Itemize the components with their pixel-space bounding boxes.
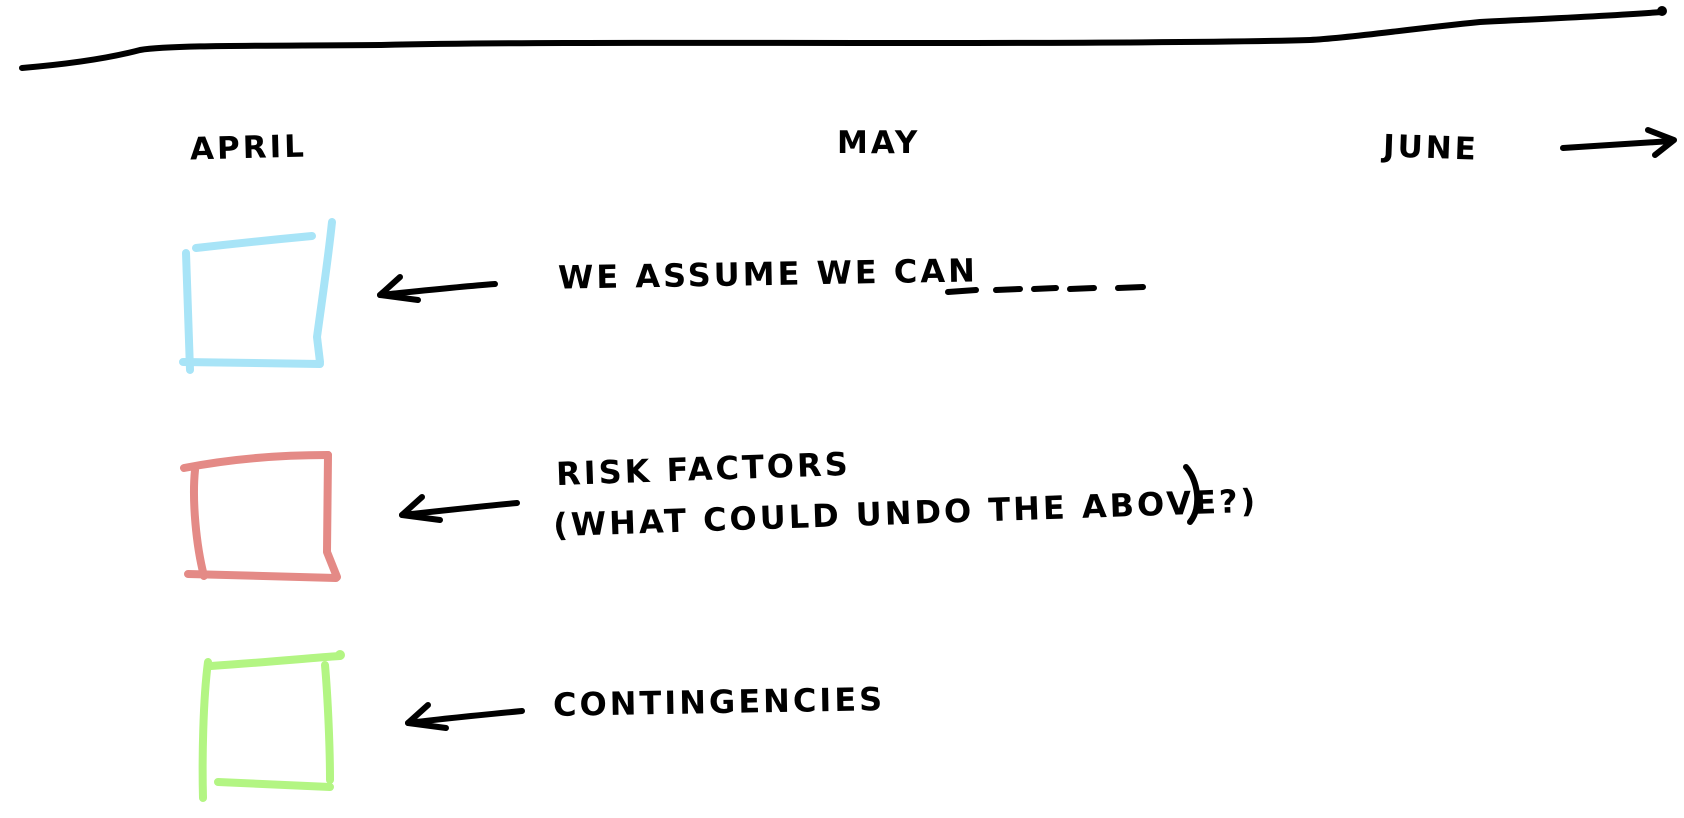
timeline-line-end-dot: [1657, 6, 1667, 16]
red-box: [180, 451, 341, 582]
blue-box: [179, 218, 336, 374]
assumption-note: WE ASSUME WE CAN: [557, 251, 979, 297]
risk-factors-note: RISK FACTORS: [555, 444, 852, 494]
arrow-left-row-2: [399, 494, 520, 523]
month-label-april: APRIL: [189, 128, 308, 168]
timeline-forward-arrow: [1560, 127, 1677, 158]
month-label-may: MAY: [837, 125, 921, 161]
contingencies-note: CONTINGENCIES: [552, 680, 886, 724]
blank-dashes: [945, 284, 1146, 295]
month-label-june: JUNE: [1382, 128, 1480, 168]
green-box: [198, 650, 345, 802]
arrow-left-row-3: [405, 702, 525, 731]
closing-bracket: [1183, 464, 1201, 525]
timeline-top-line: [19, 9, 1665, 71]
arrow-left-row-1: [377, 274, 498, 303]
